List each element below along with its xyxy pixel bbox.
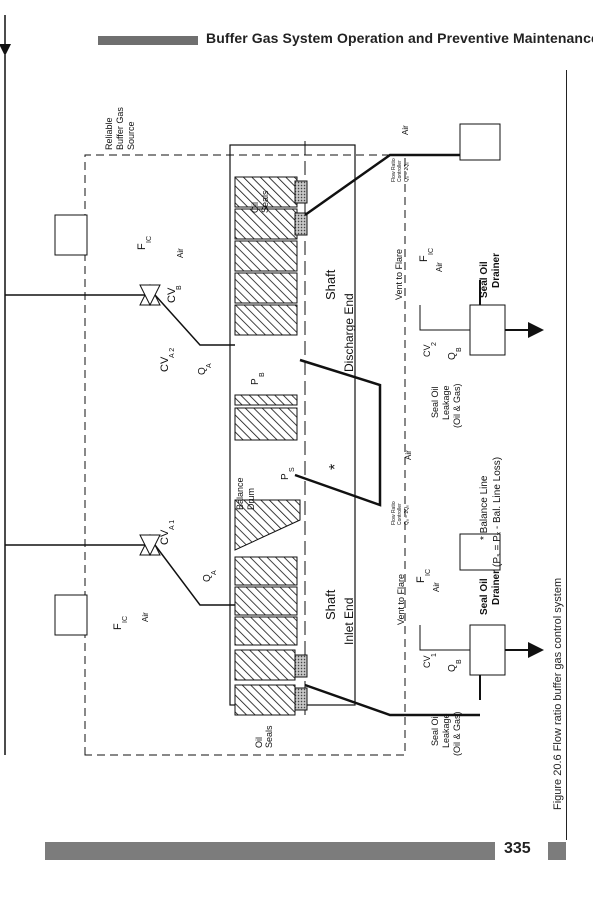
vent-to-flare-bottom: Vent to Flare: [396, 574, 406, 625]
cv-a2-sub: A 2: [169, 348, 176, 358]
oil-seals-bottom-1: Oil: [254, 737, 264, 748]
cv-a2-label: CV: [159, 356, 171, 372]
fic-top-label: F: [136, 243, 148, 250]
cv-b-label: CV: [166, 287, 178, 303]
source-label-1: Reliable: [104, 117, 114, 150]
drainer-discharge: [469, 304, 506, 356]
leakage-top-3: (Oil & Gas): [452, 383, 462, 428]
discharge-end-label: Discharge End: [342, 293, 356, 372]
frc-bottom-2: Controller: [397, 503, 403, 525]
figure-caption: Figure 20.6 Flow ratio buffer gas contro…: [552, 578, 564, 810]
discharge-seal-blocks: [234, 176, 308, 441]
diagram-labels: Reliable Buffer Gas Source Oil Seals Oil…: [104, 107, 564, 810]
shaft-label-bottom: Shaft: [323, 589, 338, 620]
cv2-label: CV: [422, 344, 432, 357]
fic-left-sub: IC: [122, 616, 129, 623]
pb-sub: B: [259, 372, 266, 377]
air-label-6: Air: [432, 582, 441, 592]
source-label-2: Buffer Gas: [115, 107, 125, 150]
vent-line-inlet: [419, 625, 470, 651]
cv-a1-valve: [139, 533, 161, 557]
fic-top-sub: IC: [146, 236, 153, 243]
frc-bottom-1: Flow Ratio: [391, 501, 397, 525]
vent-to-flare-top: Vent to Flare: [394, 249, 404, 300]
discharge-drain: [304, 153, 480, 217]
fic-right-bottom-label: F: [415, 576, 427, 583]
qa-bottom-label: Q: [202, 574, 213, 582]
qa-bottom-sub: A: [211, 570, 218, 575]
fic-right-bottom-sub: IC: [425, 569, 432, 576]
cv-a1-label: CV: [159, 529, 171, 545]
oil-seals-bottom-2: Seals: [264, 725, 274, 748]
drainer-top-label-2: Drainer: [491, 253, 502, 288]
qb-top-label: Q: [447, 352, 458, 360]
star-mark: *: [327, 464, 344, 470]
qa-top-label: Q: [197, 367, 208, 375]
balance-drum-label-1: Balance: [235, 477, 245, 510]
fic-box-inlet: [54, 594, 88, 636]
qb-top-sub: B: [456, 347, 463, 352]
leakage-bottom-3: (Oil & Gas): [452, 711, 462, 756]
fic-left-label: F: [112, 623, 124, 630]
leakage-top-2: Leakage: [441, 385, 451, 420]
footer-rule: [45, 842, 495, 860]
cv1-sub: 1: [431, 653, 438, 657]
ps-sub: S: [289, 467, 296, 472]
qb-bottom-sub: B: [456, 659, 463, 664]
frc-top-1: Flow Ratio: [391, 158, 397, 182]
header-rule: [98, 36, 198, 45]
drainer-inlet: [469, 624, 506, 676]
supply-to-discharge: [5, 294, 235, 346]
shaft-label-top: Shaft: [323, 269, 338, 300]
leakage-bottom-2: Leakage: [441, 713, 451, 748]
page-number: 335: [504, 840, 531, 857]
air-label-5: Air: [435, 262, 444, 272]
oil-seals-top-1: Oil: [250, 202, 260, 213]
inlet-drain: [304, 683, 480, 717]
balance-line-label-2: (Pₛ = Pₓ - Bal. Line Loss): [492, 457, 503, 567]
rotated-diagram: [0, 15, 544, 756]
leakage-top-1: Seal Oil: [430, 386, 440, 418]
casing-outline: [84, 154, 406, 756]
balance-drum-label-2: Drum: [246, 488, 256, 510]
vent-line-discharge: [419, 305, 470, 331]
ps-label: P: [280, 473, 291, 480]
qa-top-sub: A: [206, 363, 213, 368]
supply-to-inlet: [5, 544, 235, 606]
fic-box-discharge: [54, 214, 88, 256]
cv-a1-sub: A 1: [169, 520, 176, 530]
frc-bottom-3: Qₐ = 2Qₓ: [404, 505, 410, 525]
running-header: Buffer Gas System Operation and Preventi…: [206, 30, 593, 46]
balance-line: [294, 358, 382, 507]
cv-a2-valve: [139, 283, 161, 307]
air-label-2: Air: [141, 612, 150, 622]
inlet-seal-blocks: [234, 499, 308, 716]
air-label-1: Air: [176, 248, 185, 258]
cv-b-sub: B: [176, 285, 183, 290]
drainer-top-label-1: Seal Oil: [479, 261, 490, 298]
balance-line-label-1: * Balance Line: [479, 475, 490, 540]
frc-box-discharge: [459, 123, 501, 161]
cv2-sub: 2: [431, 342, 438, 346]
fic-right-top-label: F: [418, 255, 430, 262]
drainer-bottom-label-2: Drainer: [491, 570, 502, 605]
pb-label: P: [250, 378, 261, 385]
air-label-3: Air: [401, 125, 410, 135]
fic-right-top-sub: IC: [428, 248, 435, 255]
air-label-4: Air: [404, 450, 413, 460]
inlet-end-label: Inlet End: [342, 598, 356, 645]
frc-top-2: Controller: [397, 160, 403, 182]
frc-box-inlet: [459, 533, 501, 571]
page-edge-rule: [566, 70, 567, 840]
drainer-bottom-label-1: Seal Oil: [479, 578, 490, 615]
source-label-3: Source: [126, 121, 136, 150]
cv1-label: CV: [422, 655, 432, 668]
qb-bottom-label: Q: [447, 664, 458, 672]
leakage-bottom-1: Seal Oil: [430, 714, 440, 746]
oil-seals-top-2: Seals: [260, 190, 270, 213]
frc-top-3: Qₐ = 2Qₓ: [404, 162, 410, 182]
footer-rule-end: [548, 842, 566, 860]
